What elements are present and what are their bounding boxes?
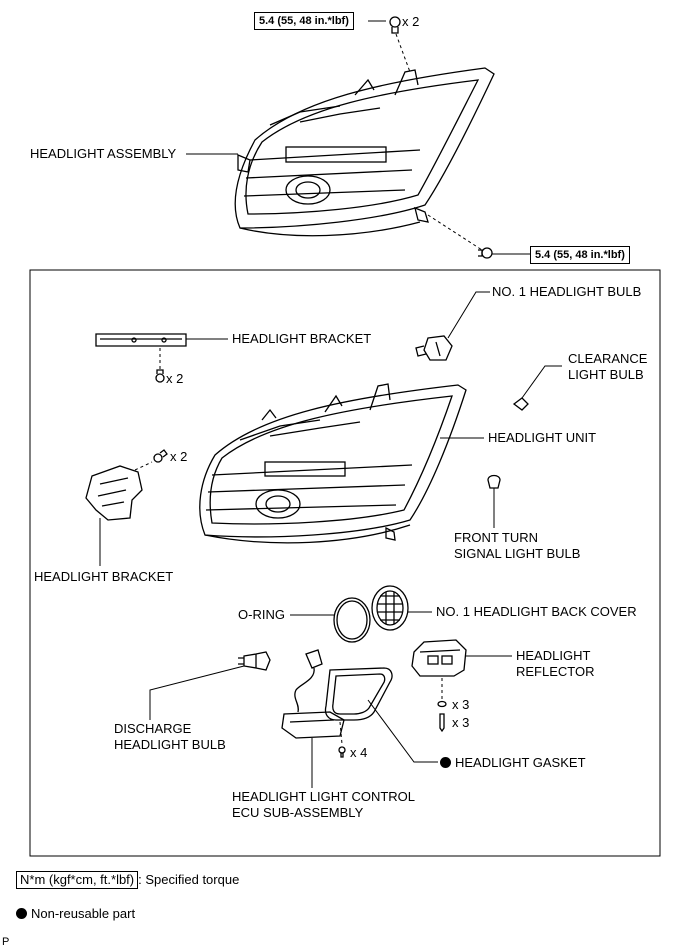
label-clearance-light-bulb: CLEARANCE LIGHT BULB <box>568 351 647 383</box>
discharge-headlight-bulb-drawing <box>238 651 271 671</box>
headlight-bracket-top-drawing <box>95 333 187 347</box>
clearance-light-bulb-drawing <box>512 397 529 411</box>
legend-dot-icon <box>16 908 27 919</box>
qty-top-bolt: x 2 <box>402 14 420 29</box>
label-no1-headlight-bulb: NO. 1 HEADLIGHT BULB <box>492 284 642 299</box>
right-bolt-icon <box>478 247 493 259</box>
discharge-line-1: DISCHARGE <box>114 721 192 736</box>
label-discharge-headlight-bulb: DISCHARGE HEADLIGHT BULB <box>114 721 226 753</box>
bracket-top-bolt-icon <box>155 369 165 383</box>
label-headlight-bracket-top: HEADLIGHT BRACKET <box>232 331 372 346</box>
label-headlight-reflector: HEADLIGHT REFLECTOR <box>516 648 595 680</box>
reflector-line-2: REFLECTOR <box>516 664 595 679</box>
front-turn-signal-bulb-drawing <box>487 474 501 489</box>
bracket-left-bolt-icon <box>153 449 168 463</box>
ecu-line-2: ECU SUB-ASSEMBLY <box>232 805 364 820</box>
headlight-gasket-drawing <box>324 667 393 721</box>
top-bolt-icon <box>389 16 401 34</box>
ecu-line-1: HEADLIGHT LIGHT CONTROL <box>232 789 415 804</box>
qty-reflector-washer: x 3 <box>452 697 470 712</box>
headlight-bracket-left-drawing <box>85 465 143 521</box>
detail-frame <box>29 269 661 857</box>
o-ring-drawing <box>333 597 371 643</box>
label-ecu-sub-assembly: HEADLIGHT LIGHT CONTROL ECU SUB-ASSEMBLY <box>232 789 415 821</box>
ecu-screw-icon <box>338 746 346 758</box>
clearance-line-1: CLEARANCE <box>568 351 648 366</box>
qty-ecu-screw: x 4 <box>350 745 368 760</box>
front-turn-line-1: FRONT TURN <box>454 530 539 545</box>
clearance-line-2: LIGHT BULB <box>568 367 644 382</box>
legend-nonreusable: Non-reusable part <box>16 906 135 922</box>
legend-torque: N*m (kgf*cm, ft.*lbf): Specified torque <box>16 871 239 889</box>
label-o-ring: O-RING <box>238 607 285 622</box>
front-turn-line-2: SIGNAL LIGHT BULB <box>454 546 581 561</box>
figure-code: P <box>2 936 10 948</box>
torque-spec-top: 5.4 (55, 48 in.*lbf) <box>254 12 354 30</box>
nonreusable-dot-icon <box>440 757 451 768</box>
reflector-washer-icon <box>437 700 447 708</box>
reflector-screw-icon <box>439 713 445 733</box>
label-headlight-bracket-left: HEADLIGHT BRACKET <box>34 569 174 584</box>
headlight-assembly-drawing <box>234 67 495 237</box>
legend-nonreusable-text: Non-reusable part <box>31 906 136 921</box>
legend-torque-desc: : Specified torque <box>138 872 240 887</box>
headlight-reflector-drawing <box>411 639 467 677</box>
back-cover-drawing <box>371 585 409 631</box>
label-back-cover: NO. 1 HEADLIGHT BACK COVER <box>436 604 637 619</box>
ecu-sub-assembly-drawing <box>281 649 345 739</box>
reflector-line-1: HEADLIGHT <box>516 648 591 663</box>
label-front-turn-signal-bulb: FRONT TURN SIGNAL LIGHT BULB <box>454 530 580 562</box>
headlight-unit-drawing <box>199 383 467 544</box>
gasket-text: HEADLIGHT GASKET <box>455 755 586 770</box>
discharge-line-2: HEADLIGHT BULB <box>114 737 226 752</box>
label-headlight-gasket: HEADLIGHT GASKET <box>440 755 586 771</box>
no1-headlight-bulb-drawing <box>415 335 453 361</box>
legend-torque-unit-box: N*m (kgf*cm, ft.*lbf) <box>16 871 139 889</box>
qty-reflector-screw: x 3 <box>452 715 470 730</box>
qty-bracket-left: x 2 <box>170 449 188 464</box>
torque-spec-right: 5.4 (55, 48 in.*lbf) <box>530 246 630 264</box>
label-headlight-assembly: HEADLIGHT ASSEMBLY <box>30 146 177 161</box>
label-headlight-unit: HEADLIGHT UNIT <box>488 430 597 445</box>
qty-bracket-top: x 2 <box>166 371 184 386</box>
